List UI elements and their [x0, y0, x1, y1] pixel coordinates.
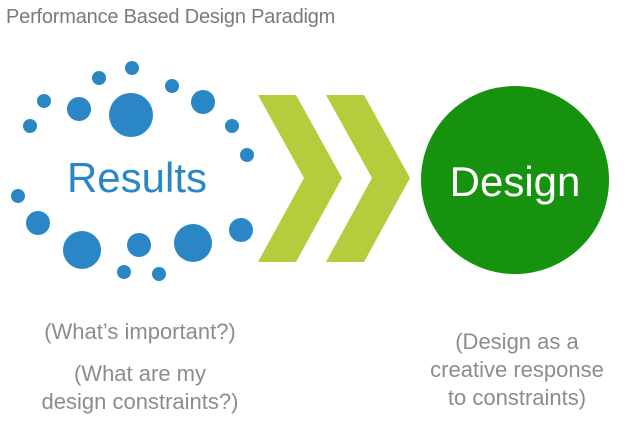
design-caption-line: creative response [430, 357, 604, 382]
design-circle [421, 86, 609, 274]
results-dot [23, 119, 37, 133]
design-caption-line: (Design as a [455, 329, 579, 354]
chevron-arrow-1 [258, 95, 342, 262]
results-dot-ring [11, 61, 254, 281]
results-dot [109, 93, 153, 137]
chevron-arrow-2 [326, 95, 410, 262]
results-caption-constraints: (What are my design constraints?) [16, 360, 264, 416]
results-dot [225, 119, 239, 133]
results-dot [165, 79, 179, 93]
slide-title: Performance Based Design Paradigm [6, 6, 336, 28]
results-dot [92, 71, 106, 85]
results-dot [127, 233, 151, 257]
results-dot [37, 94, 51, 108]
design-caption-line: to constraints) [447, 385, 587, 410]
results-dot [125, 61, 139, 75]
results-caption-important: (What’s important?) [20, 318, 260, 346]
results-dot [11, 189, 25, 203]
results-dot [174, 224, 212, 262]
results-dot [229, 218, 253, 242]
results-caption-line: (What are my [73, 361, 207, 386]
results-dot [26, 211, 50, 235]
results-dot [117, 265, 131, 279]
results-dot [191, 90, 215, 114]
design-caption: (Design as a creative response to constr… [412, 328, 622, 412]
results-dot [63, 231, 101, 269]
chevron-arrows [258, 95, 410, 262]
results-dot [67, 97, 91, 121]
results-label: Results [67, 154, 207, 201]
design-label: Design [450, 158, 581, 205]
results-caption-line: (What’s important?) [44, 319, 236, 344]
results-caption-line: design constraints?) [41, 389, 239, 414]
results-dot [152, 267, 166, 281]
results-dot [240, 148, 254, 162]
